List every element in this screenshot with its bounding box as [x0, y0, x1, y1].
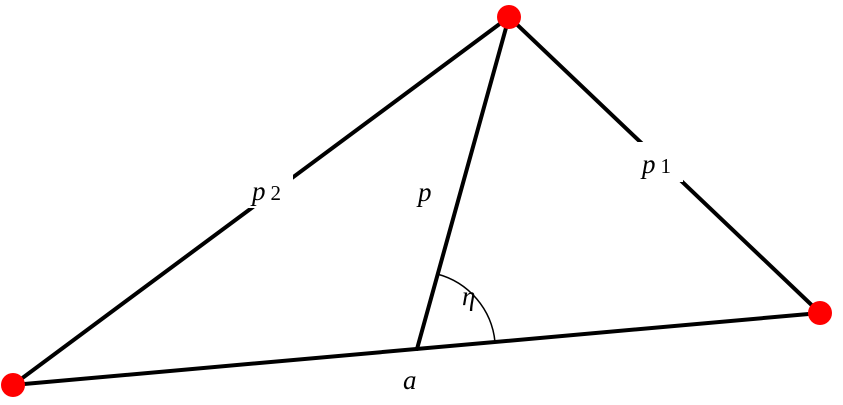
label-p1-background: [637, 142, 683, 182]
angle-eta-arc: [436, 273, 496, 343]
label-a: a: [403, 365, 417, 395]
vertex-left: [1, 373, 25, 397]
label-eta: η: [462, 281, 475, 311]
label-p: p: [416, 177, 432, 207]
median-p: [415, 15, 511, 351]
vertex-right: [808, 301, 832, 325]
vertex-top: [497, 5, 521, 29]
label-p2-background: [247, 168, 293, 208]
